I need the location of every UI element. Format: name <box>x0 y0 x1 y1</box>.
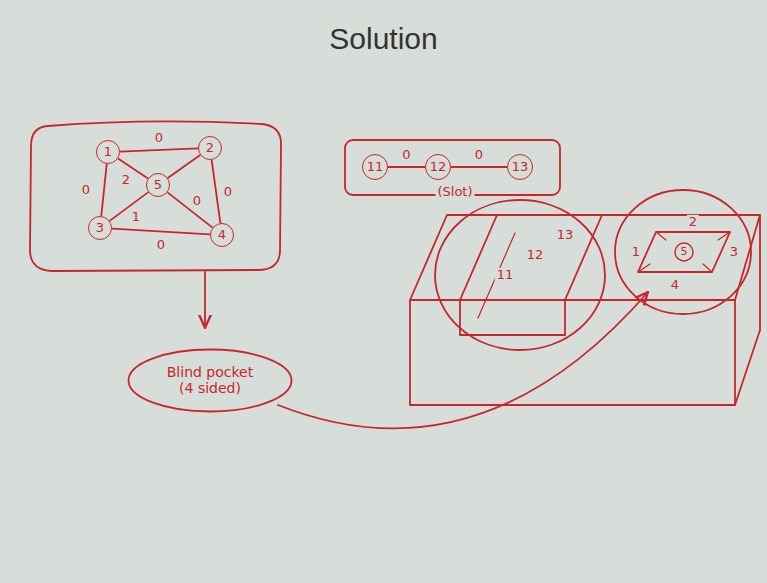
graph-node: 4 <box>210 223 234 247</box>
pocket-circle <box>615 190 751 314</box>
node-text: 11 <box>367 160 384 175</box>
node-text: 4 <box>218 228 226 243</box>
graph-node: 11 <box>362 154 388 180</box>
node-text: Blind pocket (4 sided) <box>158 364 262 396</box>
block-side <box>759 215 761 330</box>
node-text: 13 <box>512 160 529 175</box>
edge-weight: 0 <box>155 237 167 251</box>
ellipse-outline <box>129 349 292 411</box>
callout-number: 11 <box>495 268 516 282</box>
edge-weight: 0 <box>191 194 203 208</box>
graph-node: 1 <box>96 140 120 164</box>
graph-node: 5 <box>146 173 170 197</box>
graph-node: 2 <box>198 136 222 160</box>
graph-edge <box>112 229 210 235</box>
node-text: 3 <box>96 221 104 236</box>
callout-number: (Slot) <box>435 185 474 199</box>
graph-node: 13 <box>507 154 533 180</box>
node-text: 1 <box>104 145 112 160</box>
edge-weight: 1 <box>130 209 142 223</box>
graph-frame <box>30 121 281 271</box>
slot-depth <box>460 300 565 335</box>
callout-number: 12 <box>525 248 546 262</box>
graph-edge <box>120 148 198 151</box>
face-circle <box>675 243 693 261</box>
edge-weight: 0 <box>222 184 234 198</box>
node-text: 12 <box>430 160 447 175</box>
title: Solution <box>0 22 767 56</box>
graph-edge <box>451 166 507 168</box>
graph-edge <box>168 155 200 178</box>
slot-floor <box>478 233 515 318</box>
leader-curve <box>278 292 648 428</box>
node-text: 5 <box>154 178 162 193</box>
down-arrow <box>204 272 206 328</box>
pocket-floor <box>638 232 730 272</box>
graph-node: 3 <box>88 216 112 240</box>
block-side <box>735 330 760 405</box>
edge-weight: 0 <box>473 148 485 162</box>
graph-edge <box>167 192 212 227</box>
callout-number: 2 <box>687 215 699 229</box>
slot-outline <box>460 215 602 300</box>
edge-weight: 0 <box>153 131 165 145</box>
callout-number: 3 <box>728 245 740 259</box>
callout-number: 1 <box>630 245 642 259</box>
graph-node: 12 <box>425 154 451 180</box>
edge-weight: 2 <box>120 172 132 186</box>
feature-ellipse: Blind pocket (4 sided) <box>127 348 293 413</box>
graph-edge <box>101 164 106 216</box>
edge-weight: 0 <box>400 148 412 162</box>
edge-weight: 0 <box>80 183 92 197</box>
block-front <box>410 300 735 405</box>
pocket-outline <box>638 232 730 272</box>
node-text: 2 <box>206 141 214 156</box>
callout-number: 5 <box>679 246 690 258</box>
graph-edge <box>388 166 425 168</box>
callout-number: 4 <box>669 278 681 292</box>
graph-edge <box>212 160 221 223</box>
callout-number: 13 <box>555 228 576 242</box>
slot-circle <box>435 200 605 350</box>
